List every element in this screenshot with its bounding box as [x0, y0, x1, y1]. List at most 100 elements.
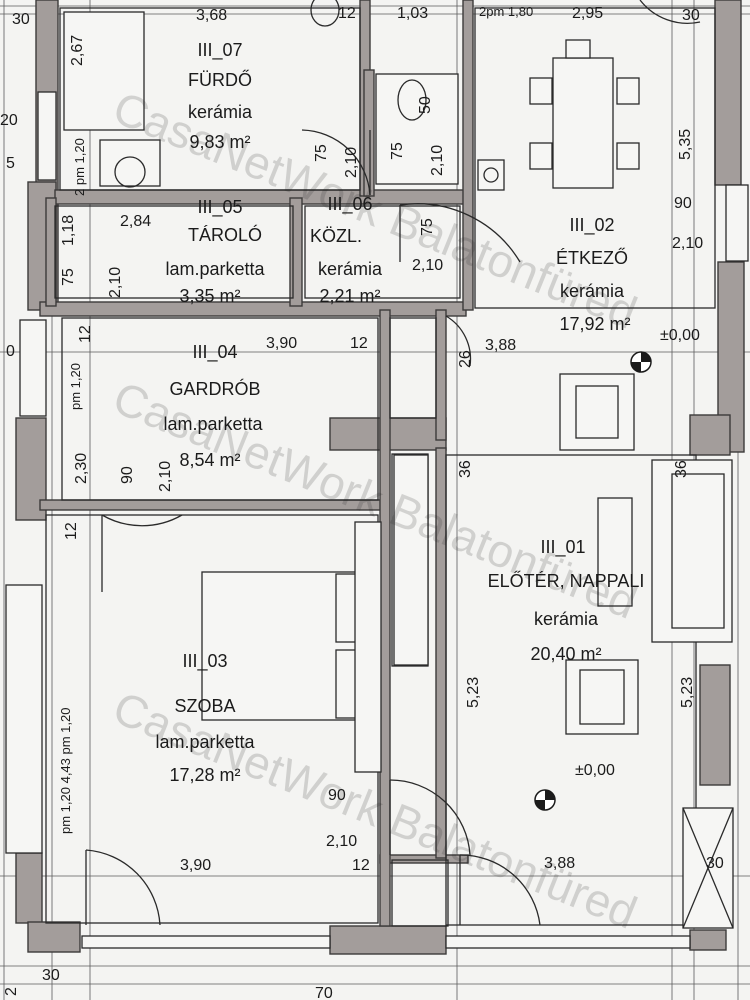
dimension-label: 75 [389, 142, 406, 160]
dimension-label: 75 [313, 144, 330, 162]
level-marker-icon [630, 351, 652, 373]
dimension-label: 3,90 [266, 335, 297, 352]
dimension-label: 75 [60, 268, 77, 286]
dimension-label: 2,10 [672, 235, 703, 252]
dimension-label: 30 [42, 967, 60, 984]
room-label-etkezo: III_02 ÉTKEZŐ kerámia 17,92 m² [556, 215, 631, 334]
dimension-label: 2,10 [326, 833, 357, 850]
dimension-label: 36 [457, 460, 474, 478]
room-area: 3,35 m² [179, 286, 240, 306]
doors [85, 0, 701, 926]
room-label-kozl: III_06 KÖZL. kerámia 2,21 m² [310, 194, 383, 306]
room-label-eloter: III_01 ELŐTÉR, NAPPALI kerámia 20,40 m² [488, 537, 645, 664]
dimension-label: pm 1,20 [68, 363, 83, 410]
room-name: ELŐTÉR, NAPPALI [488, 570, 645, 591]
dimension-label: 2pm 1,80 [479, 4, 533, 19]
room-floor: lam.parketta [155, 732, 255, 752]
wardrobe [393, 454, 429, 666]
chimney [477, 159, 505, 191]
armchair [559, 373, 635, 451]
dimension-label: 5,23 [465, 677, 482, 708]
dimension-label: 36 [673, 460, 690, 478]
dimension-label: 30 [682, 7, 700, 24]
room-label-szoba: III_03 SZOBA lam.parketta 17,28 m² [155, 651, 255, 785]
dimension-label: 2,67 [69, 35, 86, 66]
room-code: III_05 [197, 197, 242, 218]
room-floor: lam.parketta [163, 414, 263, 434]
room-area: 17,92 m² [559, 314, 630, 334]
sofa [597, 459, 733, 643]
dimension-label: 90 [674, 195, 692, 212]
dimension-label: 2,95 [572, 5, 603, 22]
dimension-label: 12 [338, 5, 356, 22]
room-floor: kerámia [188, 102, 253, 122]
dimension-label: 12 [77, 325, 94, 343]
dimension-label: 75 [419, 218, 436, 236]
room-code: III_06 [327, 194, 372, 215]
toilet [375, 73, 459, 185]
room-area: 8,54 m² [179, 450, 240, 470]
dimension-label: 2,10 [429, 145, 446, 176]
sink [99, 139, 161, 188]
dimension-label: 2 [3, 987, 20, 996]
room-floor: kerámia [534, 609, 599, 629]
room-area: 20,40 m² [530, 644, 601, 664]
level-marker-icon [534, 789, 556, 811]
room-label-furdo: III_07 FÜRDŐ kerámia 9,83 m² [188, 40, 253, 152]
washbasin [310, 0, 340, 27]
dimension-label: ±0,00 [660, 327, 700, 344]
room-code: III_04 [192, 342, 237, 363]
room-area: 2,21 m² [319, 286, 380, 306]
room-name: GARDRÓB [169, 378, 260, 399]
dimension-label: 2,10 [107, 267, 124, 298]
dimension-label: 12 [63, 522, 80, 540]
room-floor: kerámia [318, 259, 383, 279]
room-name: ÉTKEZŐ [556, 247, 628, 268]
dimension-label: 1,18 [60, 215, 77, 246]
dimension-label: 2,84 [120, 213, 151, 230]
dimension-label: 3,68 [196, 7, 227, 24]
dimension-label: 3,88 [544, 855, 575, 872]
dimension-label: 90 [119, 466, 136, 484]
dimension-labels: 30 3,68 12 1,03 2pm 1,80 2,95 30 20 0 5 … [0, 4, 724, 1000]
dimension-label: pm 1,20 4,43 pm 1,20 [58, 708, 73, 834]
armchair [565, 659, 639, 735]
room-area: 17,28 m² [169, 765, 240, 785]
dimension-label: 2,30 [73, 453, 90, 484]
room-code: III_03 [182, 651, 227, 672]
dimension-label: 0 [6, 343, 15, 360]
dimension-label: 2,10 [412, 257, 443, 274]
room-label-gardrob: III_04 GARDRÓB lam.parketta 8,54 m² [163, 342, 263, 470]
dimension-label: 26 [457, 350, 474, 368]
dimension-label: 12 [350, 335, 368, 352]
dimension-label: 70 [315, 985, 333, 1000]
room-area: 9,83 m² [189, 132, 250, 152]
dimension-label: 2 pm 1,20 [72, 138, 87, 196]
room-floor: kerámia [560, 281, 625, 301]
dimension-label: 30 [706, 855, 724, 872]
bathtub [63, 11, 145, 131]
room-code: III_02 [569, 215, 614, 236]
dimension-label: 5 [6, 155, 15, 172]
cabinet [682, 807, 734, 929]
dimension-label: 1,03 [397, 5, 428, 22]
dimension-label: 2,10 [343, 147, 360, 178]
windows [5, 91, 749, 949]
room-name: TÁROLÓ [188, 224, 262, 245]
dimension-label: 50 [417, 96, 434, 114]
room-label-tarolo: III_05 TÁROLÓ lam.parketta 3,35 m² [165, 197, 265, 306]
dimension-label: 5,23 [679, 677, 696, 708]
dimension-label: 90 [328, 787, 346, 804]
dimension-label: 5,35 [677, 129, 694, 160]
room-name: SZOBA [174, 696, 235, 716]
dimension-label: 12 [352, 857, 370, 874]
room-name: FÜRDŐ [188, 69, 252, 90]
dimension-label: 3,90 [180, 857, 211, 874]
dimension-label: ±0,00 [575, 762, 615, 779]
bed [201, 521, 382, 773]
room-code: III_01 [540, 537, 585, 558]
dimension-label: 20 [0, 112, 18, 129]
walls [15, 0, 745, 955]
